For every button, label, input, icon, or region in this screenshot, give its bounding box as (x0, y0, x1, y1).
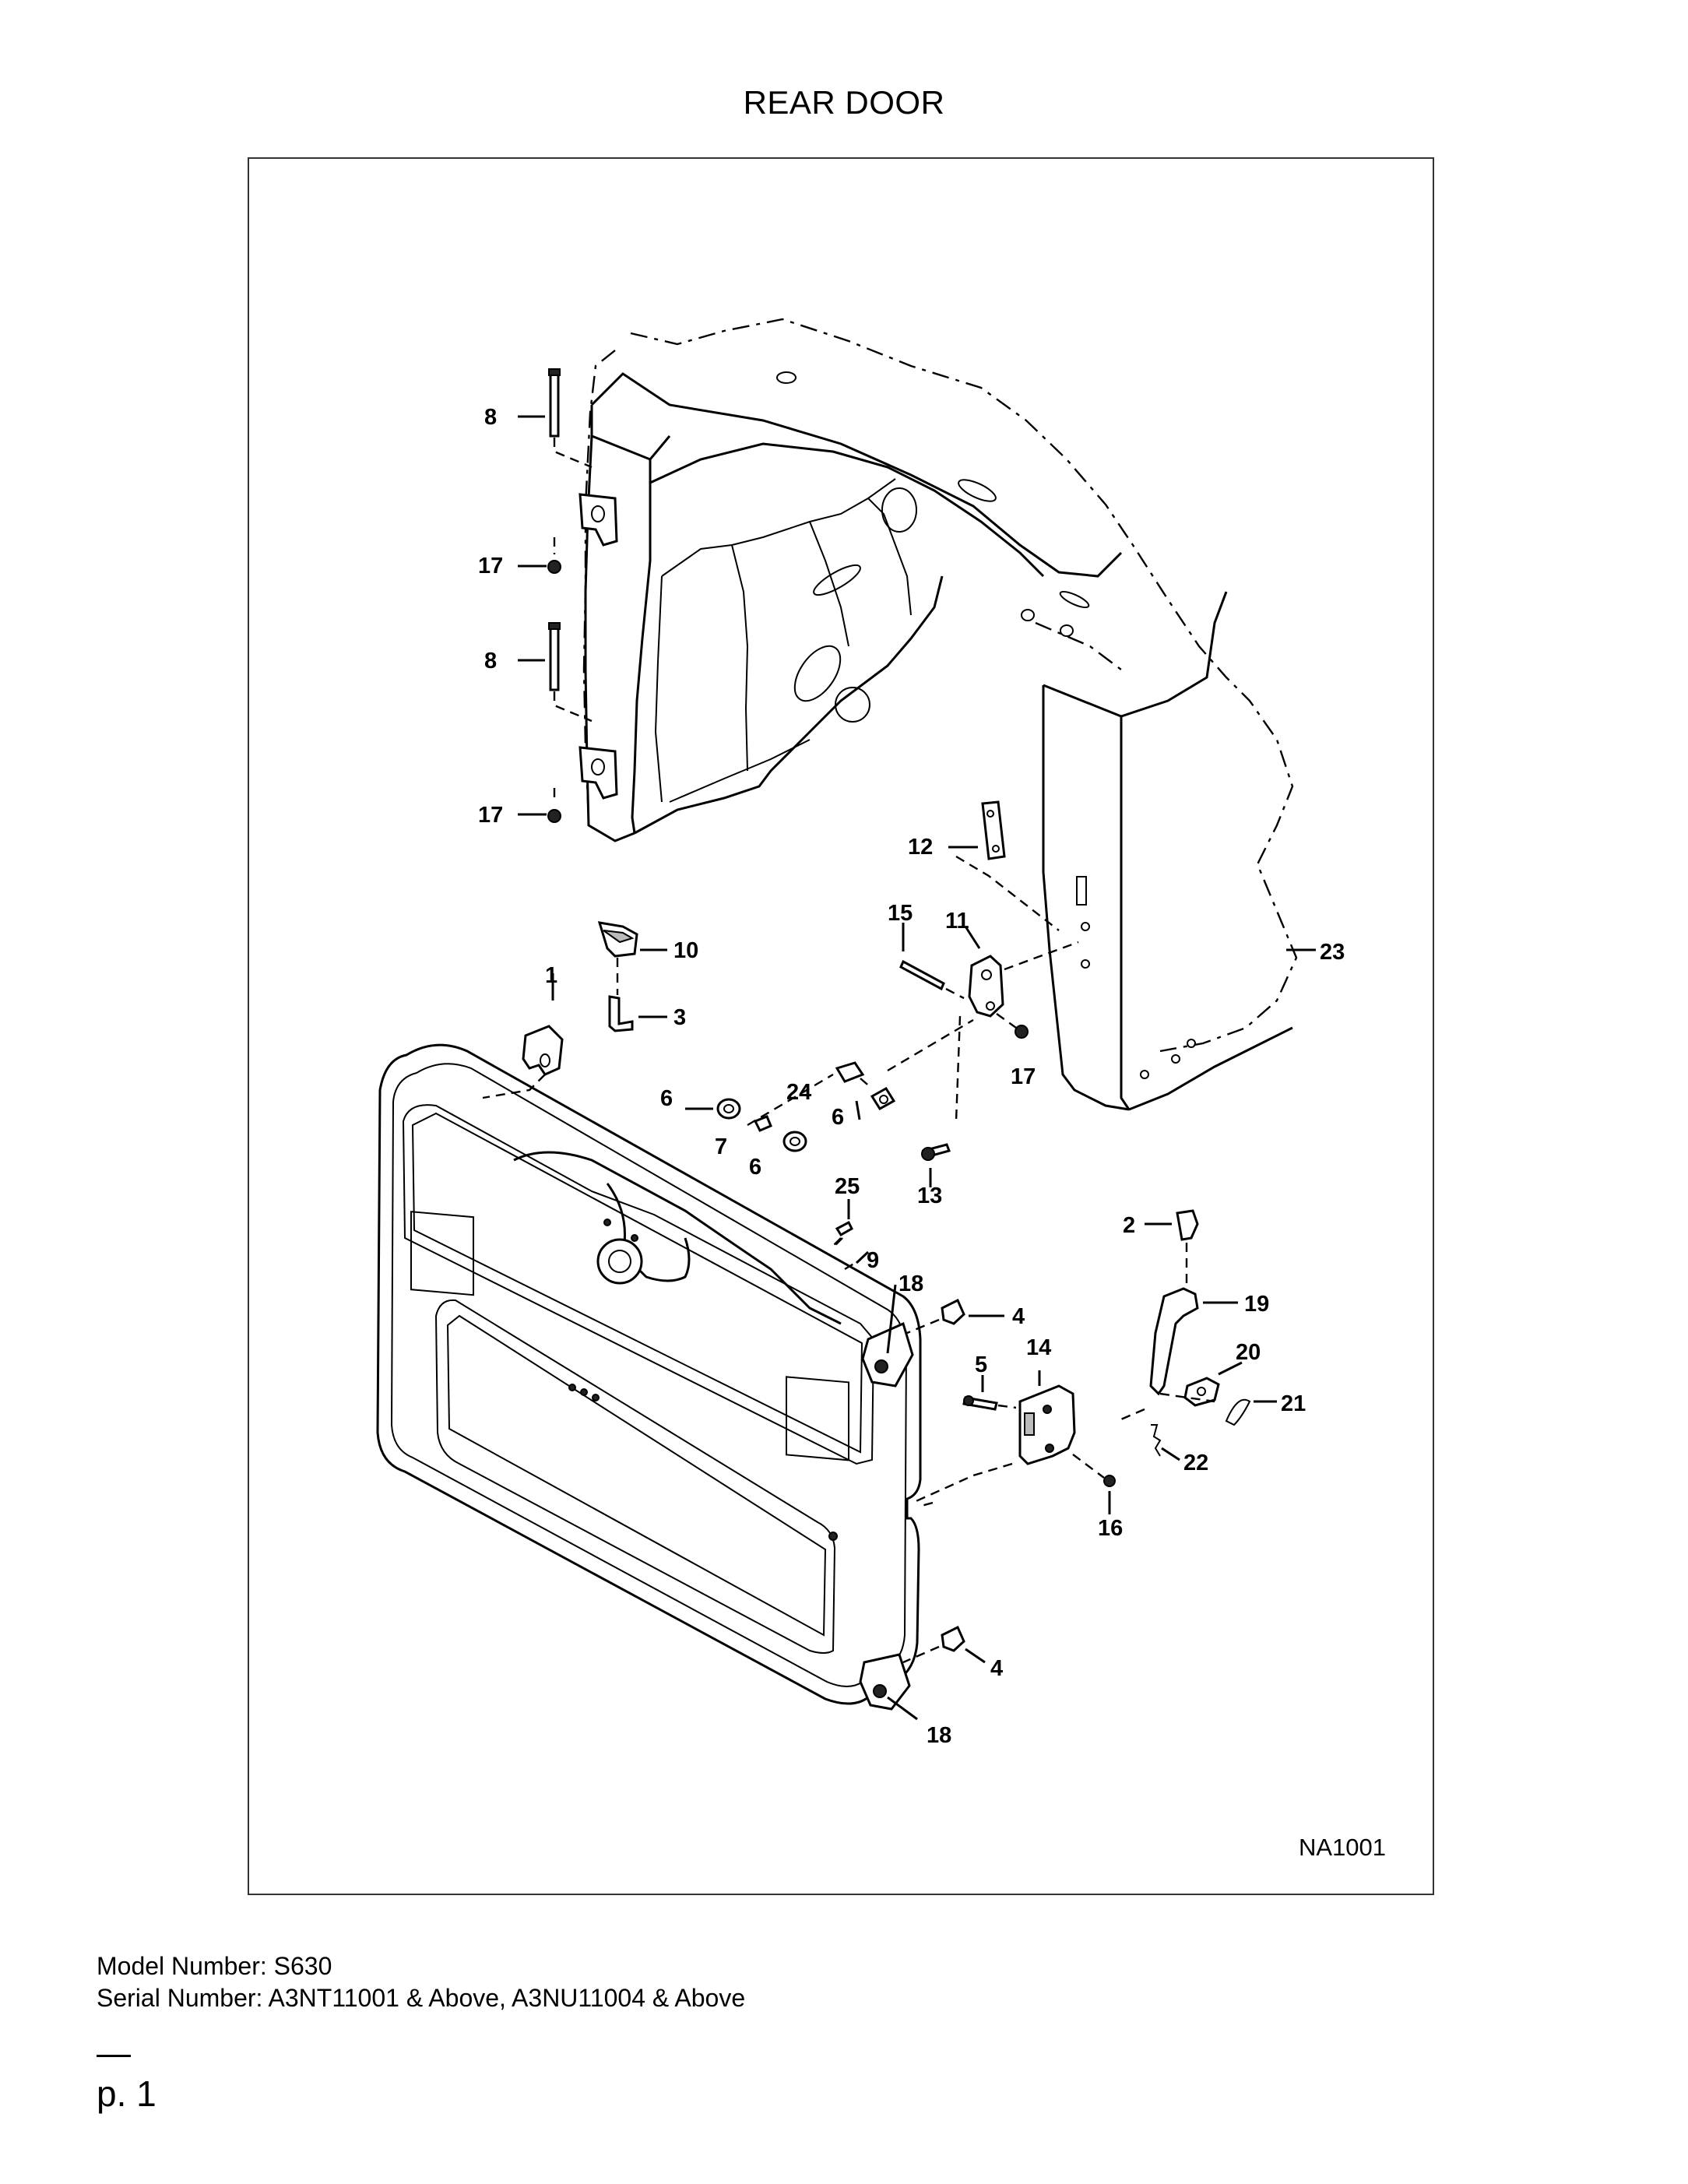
serial-number: Serial Number: A3NT11001 & Above, A3NU11… (97, 1984, 746, 2012)
callout-18: 18 (927, 1723, 951, 1748)
callout-25: 25 (835, 1174, 860, 1199)
spacer-6-left (716, 1098, 741, 1120)
bumper-4-upper (941, 1298, 965, 1325)
model-number: Model Number: S630 (97, 1952, 332, 1980)
pin-25-group (834, 1199, 853, 1247)
callout-3: 3 (673, 1005, 686, 1030)
callout-15: 15 (888, 901, 913, 926)
nut-17-upper (547, 560, 561, 574)
callout-14: 14 (1026, 1335, 1051, 1360)
bumper-4-lower (941, 1625, 965, 1652)
nut-16 (1103, 1475, 1116, 1487)
callout-11: 11 (945, 909, 969, 934)
pin-24 (835, 1061, 865, 1083)
nut-17-lower (547, 809, 561, 823)
callout-2: 2 (1123, 1213, 1135, 1238)
clip-3 (608, 995, 634, 1032)
callout-16: 16 (1098, 1516, 1123, 1541)
callout-6: 6 (832, 1105, 844, 1130)
callout-7: 7 (715, 1134, 727, 1159)
callout-17: 17 (1011, 1064, 1036, 1089)
handle-2 (1176, 1209, 1199, 1241)
latch-group (912, 1209, 1277, 1514)
page-number: p. 1 (97, 2073, 156, 2114)
page-rule (97, 2055, 131, 2057)
striker-bracket-11 (968, 955, 1004, 1018)
callout-labels: 8 17 8 17 12 15 11 23 10 1 3 24 6 6 17 7… (478, 405, 1345, 1748)
upper-hinge-group (518, 368, 618, 823)
bushing-7 (753, 1115, 772, 1132)
hinge-pin-8-lower (549, 626, 560, 691)
striker-group (685, 800, 1079, 1187)
cab-frame-assembly (582, 318, 1298, 1111)
callout-22: 22 (1183, 1451, 1208, 1475)
callout-20: 20 (1236, 1340, 1261, 1365)
diagram-frame (248, 157, 1434, 1895)
callout-4: 4 (990, 1656, 1003, 1681)
hinge-bracket-1 (522, 1025, 564, 1076)
hinge-lower (578, 746, 618, 800)
callout-4: 4 (1012, 1304, 1025, 1329)
bumper-group (902, 1298, 1004, 1664)
callout-24: 24 (786, 1080, 811, 1105)
hinge-upper (578, 493, 618, 547)
callout-5: 5 (975, 1352, 987, 1377)
nut-17-striker (1015, 1025, 1029, 1039)
door-hinge-group (482, 921, 667, 1099)
callout-1: 1 (545, 963, 557, 988)
callout-19: 19 (1244, 1292, 1269, 1317)
screw-18-lower (873, 1684, 887, 1698)
callout-23: 23 (1320, 940, 1345, 965)
callout-12: 12 (908, 835, 933, 860)
spring-22 (1151, 1424, 1162, 1457)
callout-21: 21 (1281, 1391, 1306, 1416)
callout-8: 8 (484, 649, 497, 673)
screw-18-upper (874, 1359, 888, 1373)
callout-6: 6 (660, 1086, 673, 1111)
callout-9: 9 (867, 1248, 879, 1273)
callout-10: 10 (673, 938, 698, 963)
latch-14 (1018, 1384, 1076, 1465)
spacer-6-lower (782, 1131, 807, 1152)
callout-13: 13 (917, 1183, 942, 1208)
page-title: REAR DOOR (743, 84, 945, 121)
bolt-15 (899, 959, 945, 991)
figure-code: NA1001 (1299, 1834, 1386, 1861)
hinge-pin-8-upper (549, 372, 560, 438)
callout-8: 8 (484, 405, 497, 430)
callout-6: 6 (749, 1155, 761, 1180)
latch-lever-19 (1149, 1287, 1199, 1396)
pin-25 (835, 1220, 853, 1237)
spring-21 (1225, 1398, 1251, 1426)
rear-door-panel (376, 1043, 934, 1721)
callout-18: 18 (899, 1271, 923, 1296)
callout-17: 17 (478, 803, 503, 828)
callout-17: 17 (478, 554, 503, 579)
spacer-6-right (870, 1086, 896, 1111)
